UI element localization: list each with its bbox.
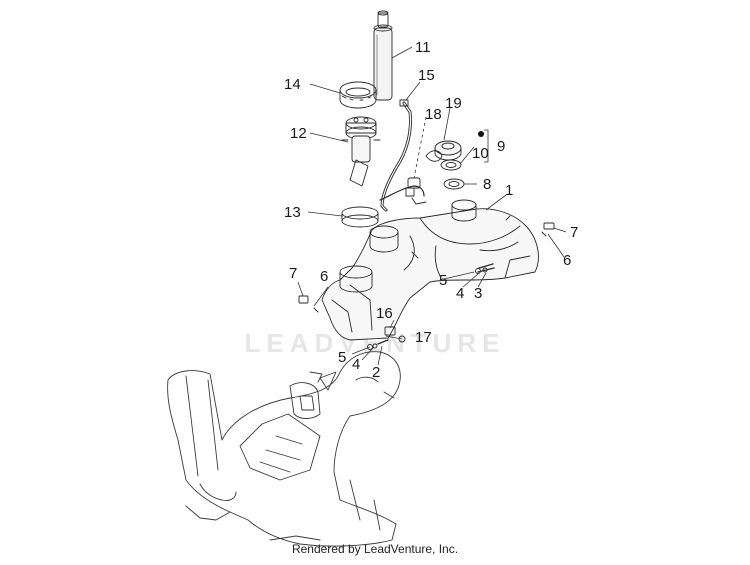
hardware-lower[interactable]: [367, 326, 406, 350]
callout-8[interactable]: 8: [483, 176, 491, 193]
part-11-sender-tube[interactable]: [373, 10, 393, 101]
callout-16[interactable]: 16: [376, 305, 393, 322]
callout-4-right[interactable]: 4: [456, 285, 464, 302]
part-9-indicator: [478, 131, 484, 137]
hardware-right[interactable]: [475, 222, 555, 274]
callout-1[interactable]: 1: [505, 182, 513, 199]
part-18-connector[interactable]: [379, 177, 427, 205]
callouts: 11 14 15 19 18 12 9 10 8 1 13 7 6 7 6 5 …: [284, 39, 578, 381]
part-8-gasket[interactable]: [443, 178, 465, 190]
callout-11[interactable]: 11: [415, 39, 431, 56]
callout-6-right[interactable]: 6: [563, 252, 571, 269]
callout-4-lower[interactable]: 4: [352, 356, 360, 373]
callout-17[interactable]: 17: [415, 329, 432, 346]
frame: [167, 351, 401, 547]
callout-13[interactable]: 13: [284, 204, 301, 221]
hardware-left[interactable]: [298, 295, 319, 313]
part-1-fuel-tank[interactable]: [321, 199, 539, 341]
callout-5-right[interactable]: 5: [439, 272, 447, 289]
callout-7-left[interactable]: 7: [289, 265, 297, 282]
leader-lines: [297, 46, 567, 366]
callout-18[interactable]: 18: [425, 106, 442, 123]
callout-15[interactable]: 15: [418, 67, 435, 84]
callout-5-lower[interactable]: 5: [338, 349, 346, 366]
callout-12[interactable]: 12: [290, 125, 307, 142]
part-12-fuel-pump[interactable]: [341, 116, 381, 187]
part-19-fuel-cap[interactable]: [425, 140, 462, 162]
callout-7-right[interactable]: 7: [570, 224, 578, 241]
callout-14[interactable]: 14: [284, 76, 301, 93]
part-13-seal[interactable]: [341, 206, 379, 228]
callout-19[interactable]: 19: [445, 95, 462, 112]
callout-6-left[interactable]: 6: [320, 268, 328, 285]
callout-3[interactable]: 3: [474, 285, 482, 302]
callout-9[interactable]: 9: [497, 138, 505, 155]
callout-10[interactable]: 10: [472, 145, 489, 162]
part-10-washer[interactable]: [440, 159, 462, 171]
footer-credit: Rendered by LeadVenture, Inc.: [291, 542, 459, 556]
callout-2[interactable]: 2: [372, 364, 380, 381]
part-14-ring-nut[interactable]: [339, 81, 377, 109]
